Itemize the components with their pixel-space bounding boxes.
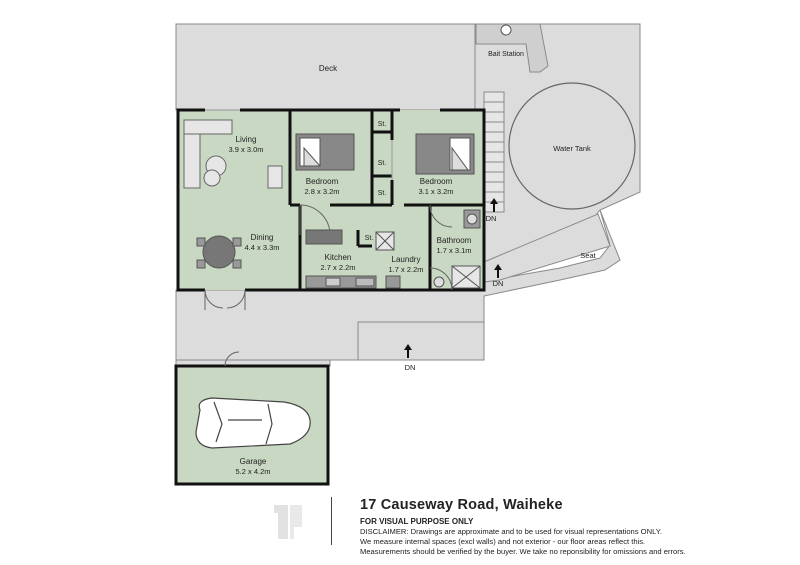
bed-1 [295,133,355,171]
bedroom1-dims: 2.8 x 3.2m [304,187,339,196]
footer-divider [331,497,332,545]
bathroom-fixtures [385,209,481,289]
bait-station-marker [500,24,512,36]
bathroom-dims: 1.7 x 3.1m [436,246,471,255]
garage-label: Garage [240,457,267,466]
down-arrows [404,198,502,358]
living-label: Living [236,135,257,144]
storage-label-2: St. [378,160,387,167]
water-tank-label: Water Tank [553,144,591,153]
disclaimer-line: DISCLAIMER: Drawings are approximate and… [360,527,662,536]
kitchen-dims: 2.7 x 2.2m [320,263,355,272]
bathroom-label: Bathroom [437,236,472,245]
bedroom1-label: Bedroom [306,177,339,186]
deck-area [175,23,641,367]
dining-dims: 4.4 x 3.3m [244,243,279,252]
seat-label: Seat [580,251,596,260]
property-address: 17 Causeway Road, Waiheke [360,497,563,513]
visual-purpose-notice: FOR VISUAL PURPOSE ONLY [360,517,474,526]
dining-table [196,235,242,269]
footer: 17 Causeway Road, Waiheke FOR VISUAL PUR… [360,497,790,557]
garage-dims: 5.2 x 4.2m [235,467,270,476]
storage-label-3: St. [378,190,387,197]
bedroom2-dims: 3.1 x 3.2m [418,187,453,196]
disclaimer: DISCLAIMER: Drawings are approximate and… [360,527,790,557]
down-label-1: DN [486,214,497,223]
disclaimer-line: We measure internal spaces (excl walls) … [360,537,646,546]
bait-station-box [475,23,549,73]
bedroom2-label: Bedroom [420,177,453,186]
car [195,397,311,449]
storage-label-1: St. [378,121,387,128]
bed-2 [415,133,475,175]
down-label-3: DN [405,363,416,372]
dining-label: Dining [251,233,274,242]
sofa [183,119,283,189]
water-tank [508,82,636,210]
disclaimer-line: Measurements should be verified by the b… [360,547,686,556]
kitchen-label: Kitchen [325,253,352,262]
deck-label: Deck [319,64,338,73]
walls [176,108,486,292]
laundry-dims: 1.7 x 2.2m [388,265,423,274]
living-dims: 3.9 x 3.0m [228,145,263,154]
laundry-label: Laundry [392,255,421,264]
kitchen-fixtures [305,229,395,289]
storage-label-4: St. [365,235,374,242]
company-logo [274,505,302,539]
bait-station-label: Bait Station [488,51,524,58]
down-label-2: DN [493,279,504,288]
deck-stairs [483,91,505,213]
